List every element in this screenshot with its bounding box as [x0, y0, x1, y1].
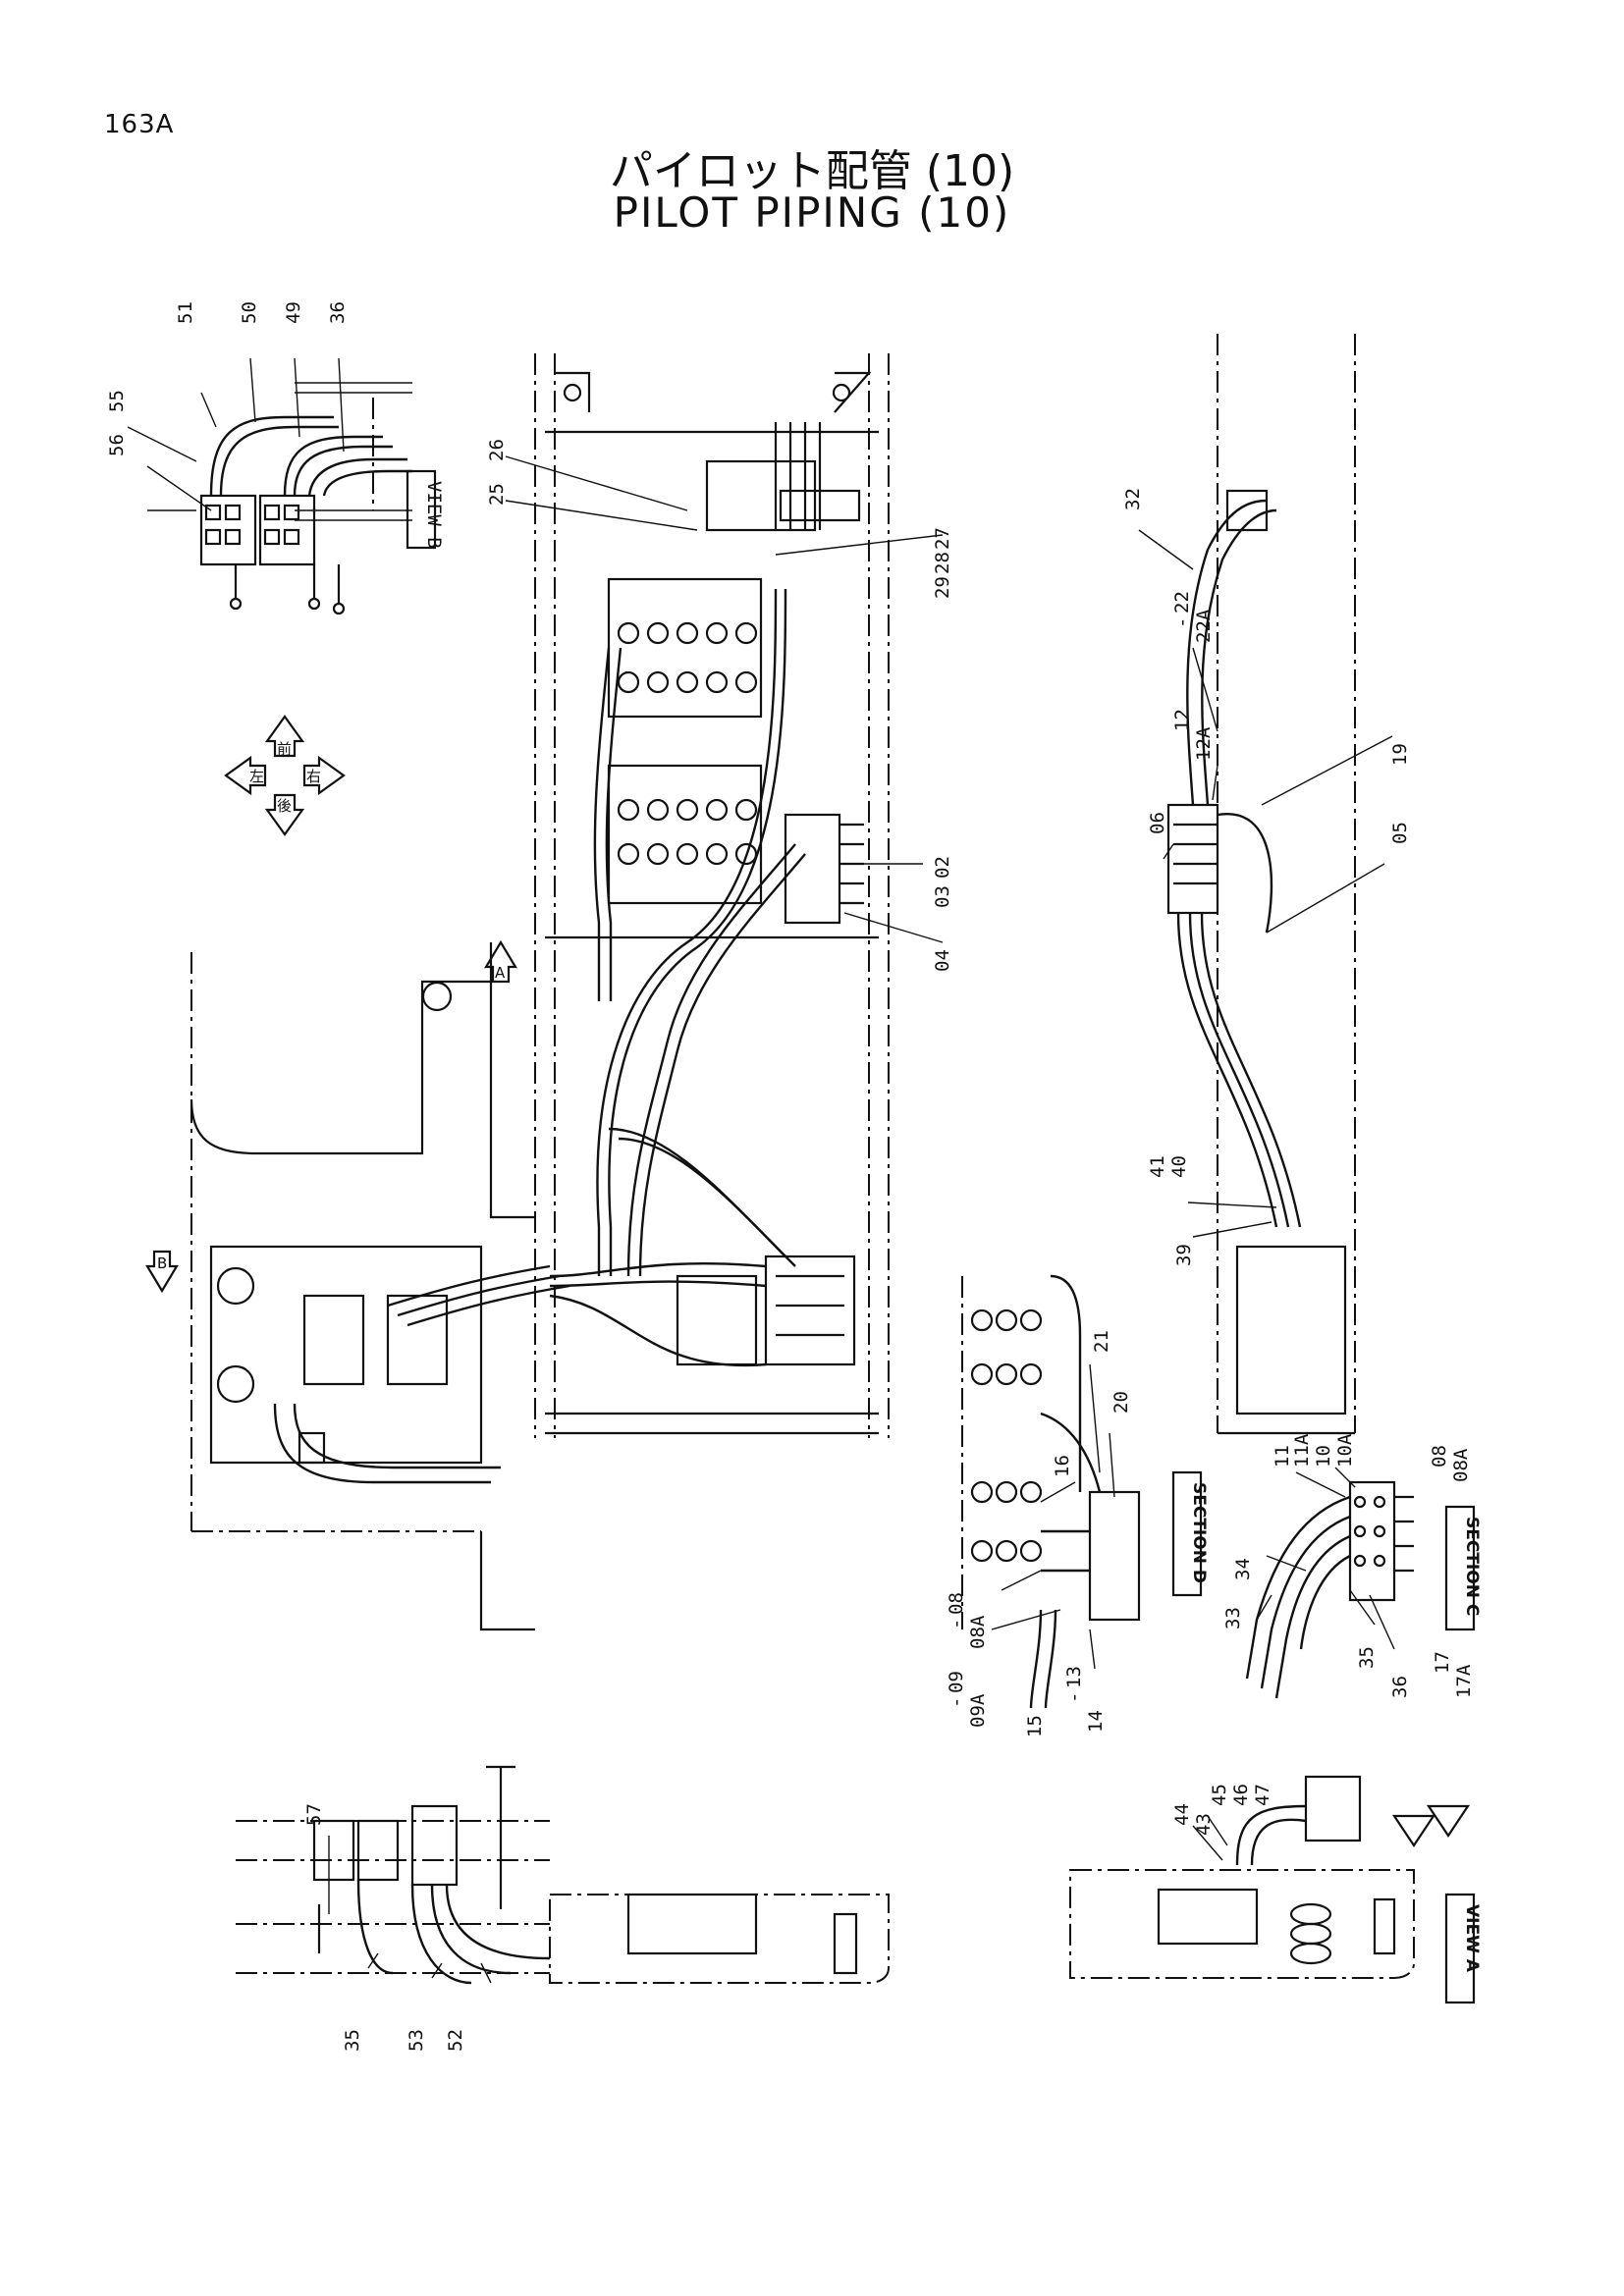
dash-22: - — [1171, 617, 1193, 628]
direction-compass: 前 後 左 右 — [224, 715, 346, 836]
direction-back: 後 — [277, 797, 292, 815]
part-56: 56 — [106, 434, 128, 456]
section-c-detail: SECTION C — [1245, 1467, 1482, 1699]
part-35-section-c: 35 — [1356, 1646, 1378, 1669]
svg-text:A: A — [495, 964, 506, 982]
part-46: 46 — [1230, 1784, 1252, 1806]
part-06: 06 — [1147, 812, 1168, 834]
part-28: 28 — [932, 552, 953, 574]
part-45: 45 — [1209, 1784, 1230, 1806]
part-08a-section-c: 08A — [1450, 1448, 1472, 1482]
part-44: 44 — [1171, 1803, 1193, 1826]
part-36-view-b: 36 — [327, 301, 349, 324]
part-19: 19 — [1389, 743, 1411, 766]
part-22a: 22A — [1193, 609, 1215, 643]
section-d-label: SECTION D — [1189, 1482, 1209, 1583]
part-08: 08 — [946, 1592, 967, 1615]
dash-09: - — [946, 1697, 967, 1708]
view-b-detail: VIEW B — [127, 357, 445, 615]
part-52: 52 — [445, 2029, 466, 2052]
part-02: 02 — [932, 856, 953, 879]
part-10: 10 — [1313, 1445, 1334, 1468]
view-b-label: VIEW B — [423, 481, 445, 549]
part-36-section-c: 36 — [1389, 1676, 1411, 1698]
direction-left: 左 — [249, 768, 264, 785]
section-d-detail: SECTION D — [961, 1274, 1209, 1709]
part-14: 14 — [1085, 1710, 1107, 1733]
part-11: 11 — [1272, 1445, 1293, 1468]
part-49: 49 — [283, 301, 304, 324]
view-a-detail: VIEW A — [1069, 1775, 1482, 2004]
part-21: 21 — [1091, 1330, 1112, 1353]
part-11a: 11A — [1291, 1433, 1313, 1468]
part-04: 04 — [932, 949, 953, 972]
direction-right: 右 — [306, 768, 321, 785]
dash-13: - — [1063, 1692, 1085, 1703]
page-code: 163A — [104, 110, 175, 139]
bottom-left-view — [236, 1765, 890, 1985]
part-12: 12 — [1171, 709, 1193, 731]
part-20: 20 — [1110, 1391, 1132, 1414]
svg-text:B: B — [157, 1255, 167, 1272]
part-13: 13 — [1063, 1666, 1085, 1688]
part-25: 25 — [486, 483, 508, 506]
part-17: 17 — [1432, 1651, 1453, 1674]
part-17a: 17A — [1453, 1664, 1475, 1698]
upper-valve-ports — [617, 621, 758, 866]
part-47: 47 — [1252, 1784, 1273, 1806]
part-39: 39 — [1173, 1244, 1195, 1266]
part-50: 50 — [239, 301, 260, 324]
right-upper-view — [1138, 334, 1393, 1435]
part-05: 05 — [1389, 822, 1411, 844]
part-43: 43 — [1193, 1813, 1215, 1836]
section-d-ports — [970, 1308, 1043, 1563]
part-41: 41 — [1147, 1155, 1168, 1178]
title-english: PILOT PIPING (10) — [613, 188, 1011, 237]
part-08a: 08A — [967, 1615, 989, 1649]
arrow-b-marker: B — [145, 1250, 179, 1294]
part-09: 09 — [946, 1671, 967, 1693]
part-40: 40 — [1168, 1155, 1190, 1178]
dash-08: - — [946, 1619, 967, 1629]
section-c-label: SECTION C — [1462, 1517, 1482, 1616]
part-03: 03 — [932, 885, 953, 908]
part-16: 16 — [1052, 1455, 1073, 1477]
part-22: 22 — [1171, 591, 1193, 614]
part-26: 26 — [486, 439, 508, 461]
part-29: 29 — [932, 576, 953, 599]
title-japanese: パイロット配管 (10) — [609, 146, 1015, 196]
left-frame-assembly — [189, 942, 570, 1631]
part-27: 27 — [932, 527, 953, 550]
part-53: 53 — [406, 2029, 427, 2052]
part-09a: 09A — [967, 1693, 989, 1728]
part-15: 15 — [1024, 1715, 1046, 1737]
part-34: 34 — [1232, 1558, 1254, 1580]
part-33: 33 — [1222, 1607, 1244, 1629]
part-10a: 10A — [1334, 1433, 1356, 1468]
part-12a: 12A — [1193, 726, 1215, 761]
center-main-frame — [505, 353, 944, 1438]
part-55: 55 — [106, 390, 128, 412]
part-57: 57 — [303, 1803, 325, 1826]
direction-front: 前 — [277, 740, 292, 758]
part-32: 32 — [1122, 488, 1144, 510]
arrow-a-marker: A — [484, 939, 517, 984]
part-08-section-c: 08 — [1429, 1445, 1450, 1468]
part-35-bottom: 35 — [342, 2029, 363, 2052]
view-a-label: VIEW A — [1462, 1904, 1482, 1973]
part-51: 51 — [175, 301, 196, 324]
